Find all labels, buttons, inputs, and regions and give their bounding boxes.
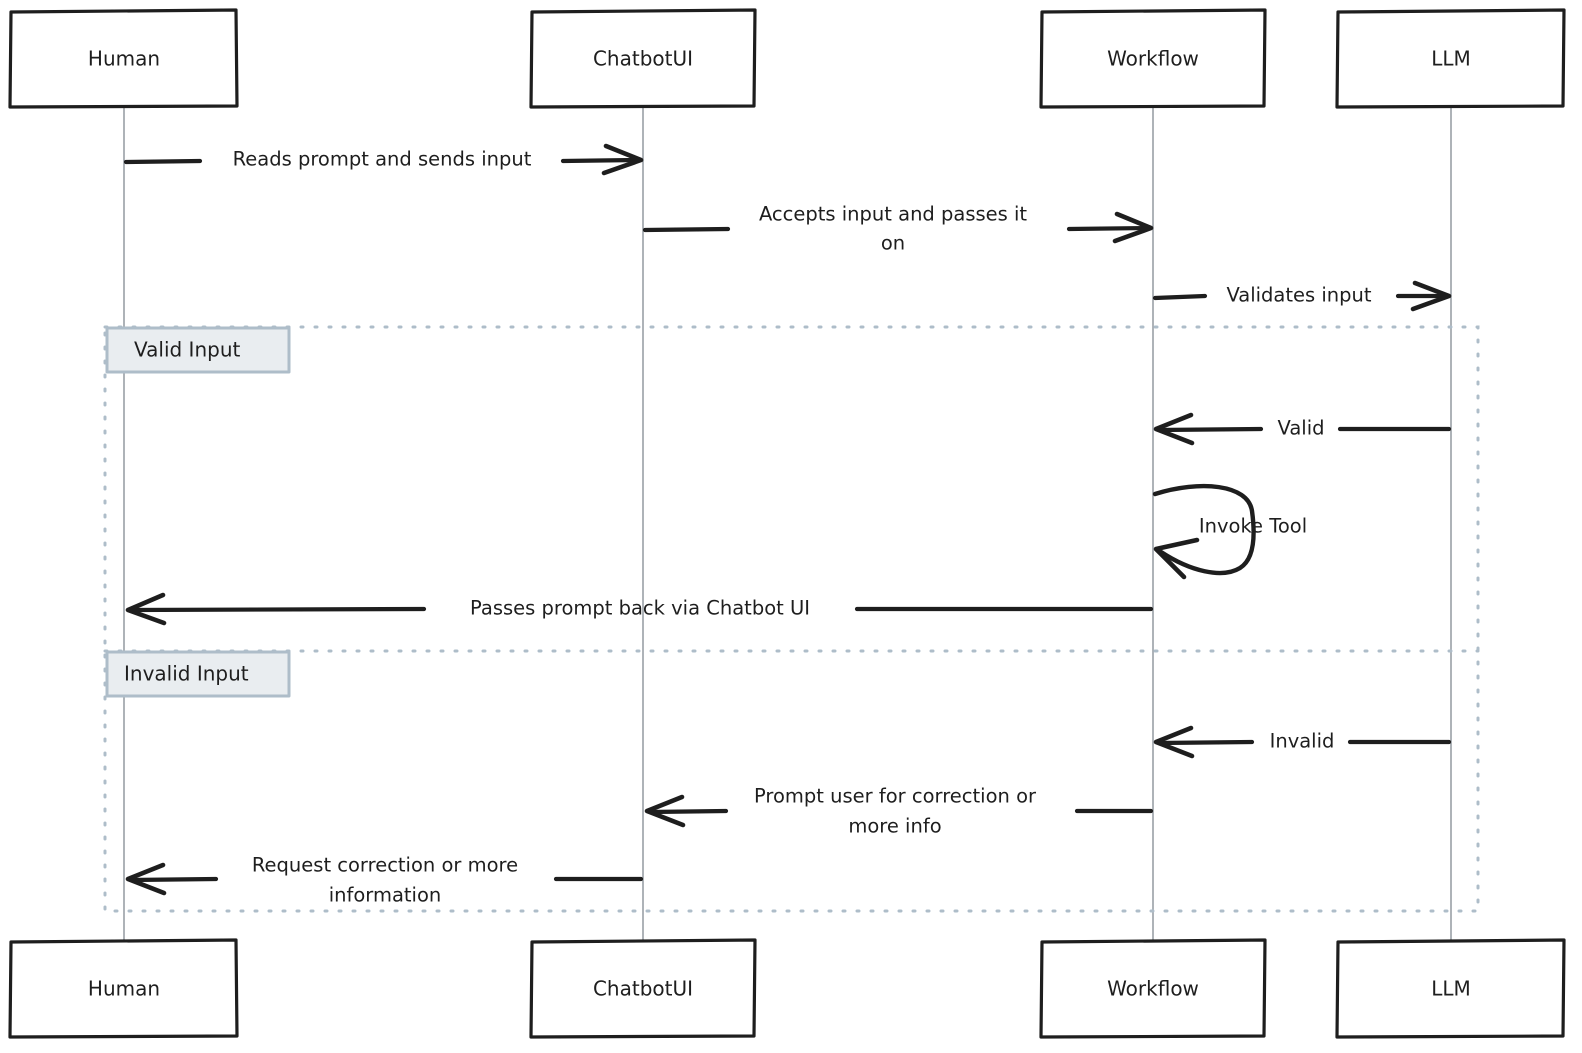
- arrowhead-right: [1112, 211, 1154, 244]
- arrowhead-left: [644, 794, 686, 828]
- actor-chatbotui-top-box[interactable]: [529, 8, 757, 109]
- message-line: [1152, 293, 1208, 301]
- message-line: [647, 808, 729, 815]
- message-validates-input[interactable]: Validates input: [1152, 280, 1452, 312]
- actor-workflow-bottom-label: Workflow: [1107, 977, 1199, 1001]
- arrowhead-left: [125, 862, 167, 896]
- message-label: Invalid: [1270, 730, 1335, 753]
- message-line: [1156, 739, 1255, 746]
- actor-llm-top[interactable]: LLM: [1335, 8, 1566, 109]
- actor-chatbotui-bottom-label: ChatbotUI: [593, 977, 693, 1001]
- fragment-tag-label: Valid Input: [134, 338, 240, 362]
- actor-chatbotui-bottom[interactable]: ChatbotUI: [529, 938, 757, 1039]
- message-label: Passes prompt back via Chatbot UI: [470, 597, 810, 620]
- lifelines: [123, 107, 1452, 940]
- message-line: [128, 606, 427, 613]
- actor-chatbotui-bottom-box[interactable]: [529, 938, 757, 1039]
- message-label-line-2: more info: [848, 815, 941, 838]
- actor-boxes-bottom: Human ChatbotUI Workflow LLM: [8, 938, 1566, 1039]
- message-line: [123, 158, 203, 165]
- message-label: Reads prompt and sends input: [233, 148, 532, 171]
- message-invoke-tool[interactable]: Invoke Tool: [1152, 483, 1307, 580]
- arrowhead-right: [601, 143, 644, 176]
- message-label-line-1: Prompt user for correction or: [754, 785, 1037, 808]
- actor-chatbotui-top[interactable]: ChatbotUI: [529, 8, 757, 109]
- actor-workflow-top[interactable]: Workflow: [1039, 8, 1267, 109]
- message-line: [128, 876, 219, 883]
- actor-human-top[interactable]: Human: [8, 8, 239, 109]
- actor-human-bottom-label: Human: [88, 977, 160, 1001]
- arrowhead-left: [1153, 412, 1195, 446]
- message-label-line-1: Accepts input and passes it: [759, 203, 1027, 226]
- message-line: [642, 226, 731, 233]
- actor-human-top-label: Human: [88, 47, 160, 71]
- arrowhead-right: [1410, 280, 1452, 312]
- arrowhead-left: [1153, 537, 1200, 580]
- message-accepts-input-and-passes-it-on[interactable]: Accepts input and passes it on: [642, 203, 1154, 255]
- actor-llm-bottom-label: LLM: [1431, 977, 1471, 1001]
- message-label: Valid: [1278, 417, 1325, 440]
- actor-chatbotui-top-label: ChatbotUI: [593, 47, 693, 71]
- message-valid[interactable]: Valid: [1153, 412, 1452, 446]
- actor-human-top-box[interactable]: [8, 8, 239, 109]
- actor-workflow-bottom-box[interactable]: [1039, 938, 1267, 1039]
- fragment-tag-box[interactable]: [105, 326, 291, 374]
- actor-workflow-top-box[interactable]: [1039, 8, 1267, 109]
- message-prompt-user-for-correction-or-more-info[interactable]: Prompt user for correction or more info: [644, 785, 1154, 838]
- message-request-correction-or-more-information[interactable]: Request correction or more information: [125, 854, 644, 907]
- actor-human-bottom[interactable]: Human: [8, 938, 239, 1039]
- message-invalid[interactable]: Invalid: [1153, 725, 1452, 759]
- actor-workflow-top-label: Workflow: [1107, 47, 1199, 71]
- actor-llm-bottom-box[interactable]: [1335, 938, 1566, 1039]
- fragment-tag-invalid-input[interactable]: Invalid Input: [105, 650, 291, 698]
- arrowhead-left: [1153, 725, 1195, 759]
- message-line: [1066, 225, 1150, 232]
- actor-llm-top-box[interactable]: [1335, 8, 1566, 109]
- message-line: [560, 157, 640, 164]
- fragment-tag-valid-input[interactable]: Valid Input: [105, 326, 291, 374]
- actor-llm-bottom[interactable]: LLM: [1335, 938, 1566, 1039]
- message-label-line-2: on: [881, 232, 905, 255]
- message-label-line-1: Request correction or more: [252, 854, 518, 877]
- actor-human-bottom-box[interactable]: [8, 938, 239, 1039]
- fragment-tag-label: Invalid Input: [124, 662, 249, 686]
- arrowhead-left: [125, 592, 167, 626]
- fragment-tag-box[interactable]: [105, 650, 291, 698]
- selfloop-path: [1152, 483, 1256, 576]
- message-label: Validates input: [1226, 284, 1371, 307]
- message-reads-prompt-and-sends-input[interactable]: Reads prompt and sends input: [123, 143, 644, 176]
- message-line: [1156, 426, 1264, 433]
- actor-workflow-bottom[interactable]: Workflow: [1039, 938, 1267, 1039]
- fragment-outer-border: [103, 325, 1480, 913]
- actor-llm-top-label: LLM: [1431, 47, 1471, 71]
- fragment-group: [103, 325, 1480, 913]
- message-label-line-2: information: [329, 884, 442, 907]
- message-label: Invoke Tool: [1199, 515, 1307, 538]
- actor-boxes-top: Human ChatbotUI Workflow LLM: [8, 8, 1566, 109]
- message-passes-prompt-back-via-chatbot-ui[interactable]: Passes prompt back via Chatbot UI: [125, 592, 1154, 626]
